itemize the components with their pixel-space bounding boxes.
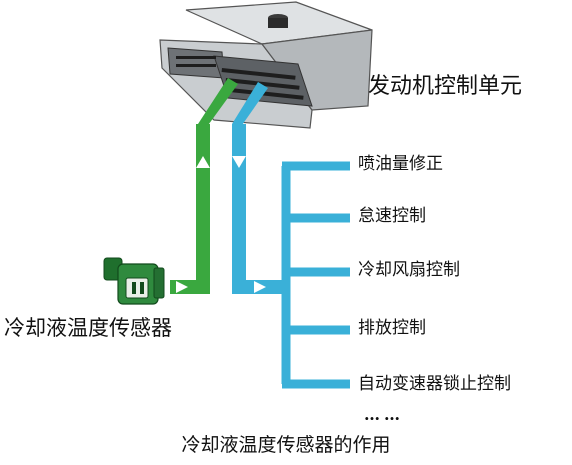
output-arrowhead-down — [232, 156, 246, 168]
ecu-connector-pins — [176, 56, 304, 100]
ecu-connector-left — [167, 47, 225, 79]
figure-caption: 冷却液温度传感器的作用 — [181, 434, 391, 456]
function-label-fan-control: 冷却风扇控制 — [358, 260, 460, 280]
sensor-connector — [125, 277, 149, 299]
function-bracket — [281, 161, 350, 389]
coolant-sensor — [103, 257, 165, 305]
ecu-unit — [159, 1, 373, 129]
ecu-cap-body — [268, 18, 288, 28]
output-signal-line — [232, 82, 290, 294]
ecu-connector-right — [213, 55, 313, 107]
output-arrowhead-right — [254, 281, 266, 293]
function-label-emission-control: 排放控制 — [358, 318, 426, 338]
input-arrowhead-right — [176, 281, 188, 293]
ecu-label: 发动机控制单元 — [368, 74, 523, 99]
sensor-clip — [153, 267, 165, 299]
function-label-fuel-correction: 喷油量修正 — [358, 154, 443, 174]
sensor-label: 冷却液温度传感器 — [4, 316, 172, 340]
function-label-transmission-lockup: 自动变速器锁止控制 — [358, 374, 511, 394]
more-functions-ellipsis: …… — [364, 405, 404, 424]
input-arrowhead-up — [196, 156, 210, 168]
function-label-idle-control: 怠速控制 — [358, 206, 426, 226]
input-signal-line — [170, 78, 238, 294]
